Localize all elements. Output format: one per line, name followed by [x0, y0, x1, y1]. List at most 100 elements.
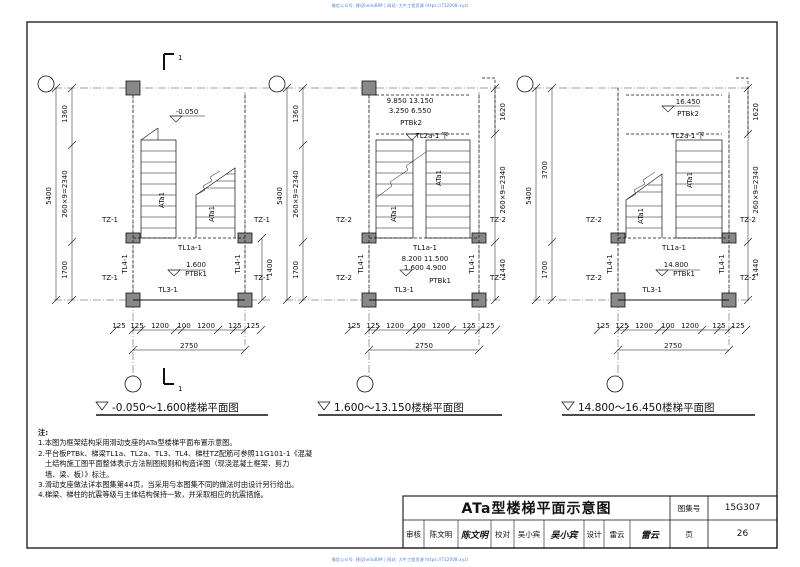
general-notes: 注: 1.本图为框架结构采用滑动支座的ATa型楼梯平面布置示意图。 2.平台板P…: [38, 428, 403, 501]
dim-bottom-6: 125: [228, 322, 241, 330]
tl-left: TL4-1: [606, 254, 614, 275]
tz-lower-right: TZ-1: [253, 274, 270, 282]
watermark-bottom: 微信公众号: 建设helloBIM | 网站: 大牛工程资源 https://7…: [331, 557, 469, 562]
flight-label-right: ATa1: [435, 170, 443, 186]
page-label: 页: [685, 529, 693, 539]
stair-flight-left: [375, 139, 414, 239]
dim-bottom-6: 125: [462, 322, 475, 330]
notes-heading: 注:: [38, 428, 49, 437]
flight-label-left: ATa1: [158, 192, 166, 208]
tl3-label: TL3-1: [393, 286, 414, 294]
dim-right-lower: 1400: [266, 259, 274, 277]
axis-bubble: [606, 375, 624, 393]
top-level: 16.450: [676, 98, 701, 106]
landing-level-2: 1.600 4.900: [404, 264, 446, 272]
dim-bottom-5: 1200: [197, 322, 215, 330]
axis-bubble: [124, 375, 142, 393]
page-number: 26: [736, 529, 749, 539]
dim-total: 5400: [276, 187, 284, 205]
tz-lower-left: TZ-2: [335, 274, 352, 282]
section-number: 1: [178, 385, 182, 393]
tl1a-label: TL1a-1: [177, 244, 202, 252]
dim-ticks: [109, 325, 266, 355]
level-marker: [167, 269, 181, 277]
reviewer-name: 陈文明: [429, 529, 453, 539]
dim-bottom-6: 125: [712, 322, 725, 330]
dim-upper: 1360: [292, 105, 300, 123]
atlas-number: 15G307: [724, 503, 761, 513]
dim-right-lower: 1440: [752, 259, 760, 277]
dim-ticks: [282, 83, 308, 305]
tz-upper-left: TZ-1: [101, 216, 118, 224]
section-mark: [163, 368, 174, 385]
dim-ticks: [490, 83, 500, 305]
dim-lower: 1700: [61, 261, 69, 279]
tl-left: TL4-1: [357, 254, 365, 275]
dim-lower: 1700: [292, 261, 300, 279]
dim-bottom-5: 1200: [681, 322, 699, 330]
plan-1: [37, 53, 272, 393]
flight-label-right: ATa1: [208, 206, 216, 222]
top-level-2: 3.250 6.550: [389, 107, 431, 115]
axis-bubble: [268, 75, 286, 93]
stair-flight-right: [675, 139, 723, 239]
dim-total: 5400: [45, 187, 53, 205]
review-label: 审核: [406, 529, 421, 539]
plan-title-2: 1.600～13.150楼梯平面图: [334, 401, 464, 414]
flight-label-left: ATa1: [637, 208, 645, 224]
dim-bottom-1: 125: [347, 322, 360, 330]
designer-name: 雷云: [609, 529, 625, 539]
tz-lower-left: TZ-1: [101, 274, 118, 282]
stair-flight-right: [195, 167, 236, 238]
dim-right-upper: 1620: [752, 103, 760, 121]
dim-bottom-total: 2750: [415, 342, 433, 350]
dim-flight: 260×9=2340: [61, 170, 69, 217]
level-marker: [661, 105, 675, 113]
level-marker: [317, 401, 331, 411]
axis-bubble: [516, 75, 534, 93]
dim-flight: 260×9=2340: [292, 170, 300, 217]
plan-3: [516, 75, 753, 393]
dim-upper: 1360: [61, 105, 69, 123]
tl2a-label: TL2a-1 下: [670, 132, 704, 140]
note-line: 墙、梁、板）》标注。: [45, 469, 114, 479]
tz-upper-right: TZ-2: [489, 216, 506, 224]
upper-landing-outline: [626, 77, 749, 135]
plan-3-text: 5400 3700 1700 1620 260×9=2340 1440 125 …: [525, 98, 760, 350]
plan-title-3: 14.800～16.450楼梯平面图: [578, 401, 714, 414]
top-ptbk: PTBk2: [677, 110, 699, 118]
note-line: 1.本图为框架结构采用滑动支座的ATa型楼梯平面布置示意图。: [38, 438, 237, 448]
dim-bottom-3: 1200: [151, 322, 169, 330]
tl-left: TL4-1: [121, 254, 129, 275]
stair-treads: [426, 150, 470, 229]
dim-bottom-1: 125: [112, 322, 125, 330]
level-top: -0.050: [176, 108, 199, 116]
upper-landing-outline: [376, 77, 496, 135]
tz-upper-right: TZ-2: [739, 216, 756, 224]
dim-bottom-7: 125: [481, 322, 494, 330]
plan-2: [268, 75, 501, 393]
note-line: 2.平台板PTBk、梯梁TL1a、TL2a、TL3、TL4、梯柱TZ配筋可参照1…: [38, 448, 313, 458]
section-mark: [163, 53, 174, 70]
dim-ticks: [51, 83, 77, 305]
dim-ticks: [257, 233, 267, 305]
dim-right-lower: 1440: [499, 259, 507, 277]
flight-label-left: ATa1: [390, 206, 398, 222]
dim-bottom-3: 1200: [386, 322, 404, 330]
tl3-label: TL3-1: [157, 286, 178, 294]
dim-bottom-total: 2750: [180, 342, 198, 350]
dim-bottom-total: 2750: [664, 342, 682, 350]
reviewer-signature: 陈文明: [460, 530, 488, 541]
check-label: 校对: [495, 529, 510, 539]
stair-flight-left: [140, 139, 177, 239]
dim-bottom-4: 100: [177, 322, 190, 330]
dim-bottom-4: 100: [412, 322, 425, 330]
dim-bottom-3: 1200: [635, 322, 653, 330]
tl1a-label: TL1a-1: [661, 244, 686, 252]
tl-right: TL4-1: [718, 254, 726, 275]
stair-treads: [196, 173, 235, 229]
section-number: 1: [178, 54, 182, 62]
dim-right-upper: 1620: [499, 103, 507, 121]
checker-signature: 吴小宾: [550, 530, 578, 541]
